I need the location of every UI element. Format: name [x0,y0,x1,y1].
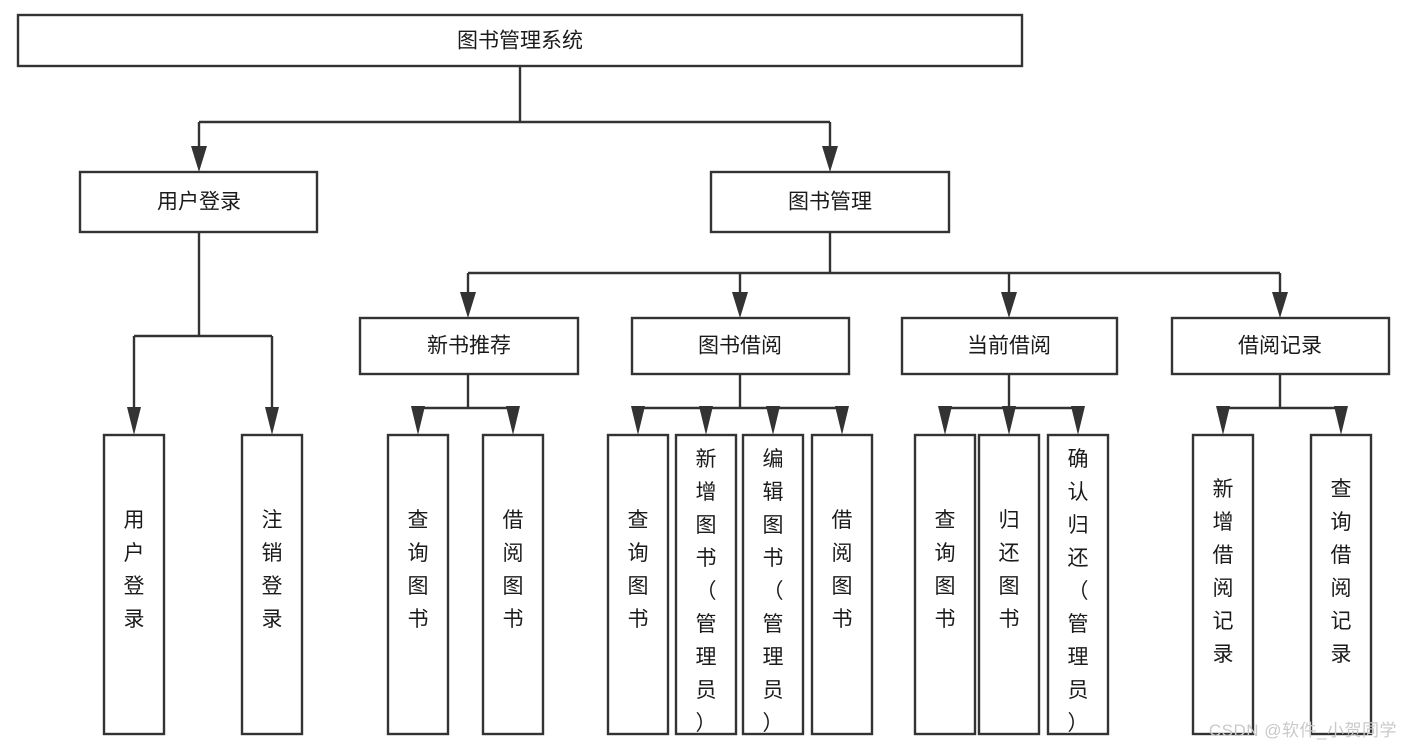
arrowhead-leaf-currentborrow-2 [1002,406,1016,435]
node-user-login-label: 用户登录 [157,191,241,214]
node-book-borrow-label: 图书借阅 [698,335,782,358]
leaf-bookborrow-add-box[interactable] [674,433,738,736]
leaf-currentborrow-return-box[interactable] [977,433,1041,736]
leaf-node[interactable]: 编辑图书（管理员） [741,433,805,736]
node-book-borrow[interactable]: 图书借阅 [630,316,851,376]
leaf-currentborrow-query-box[interactable] [913,433,977,736]
arrowhead-leaf-borrowrecords-1 [1216,406,1230,435]
arrowhead-current-borrow [1001,292,1017,318]
arrowhead-leaf-bookborrow-2 [699,406,713,435]
arrowhead-book-borrow [732,292,748,318]
node-current-borrow-label: 当前借阅 [967,335,1051,358]
leaf-newbook-query-box[interactable] [386,433,450,736]
leaf-node[interactable]: 借阅图书 [810,433,874,736]
node-user-login-box[interactable] [78,170,319,234]
arrowhead-leaf-newbook-1 [411,406,425,435]
leaf-bookborrow-query-label: 查询图书 [628,509,649,631]
leaf-node[interactable]: 查询借阅记录 [1309,433,1373,736]
leaf-currentborrow-confirm-box[interactable] [1046,433,1110,736]
leaf-bookborrow-edit-label: 编辑图书（管理员） [763,448,784,735]
leaf-node[interactable]: 确认归还（管理员） [1046,433,1110,736]
arrowhead-leaf-borrowrecords-2 [1334,406,1348,435]
leaf-bookborrow-borrow-box[interactable] [810,433,874,736]
leaf-newbook-query-label: 查询图书 [408,509,429,631]
node-borrow-records[interactable]: 借阅记录 [1170,316,1391,376]
node-root[interactable]: 图书管理系统 [16,13,1024,68]
leaf-records-add-label: 新增借阅记录 [1213,478,1234,666]
leaf-node[interactable]: 借阅图书 [481,433,545,736]
node-book-management[interactable]: 图书管理 [709,170,951,234]
node-current-borrow-box[interactable] [900,316,1119,376]
arrowhead-leaf-currentborrow-1 [938,406,952,435]
leaf-records-add-box[interactable] [1191,433,1255,736]
arrowhead-leaf-bookborrow-3 [766,406,780,435]
arrowhead-leaf-newbook-2 [506,406,520,435]
arrowhead-leaf-bookborrow-1 [631,406,645,435]
node-book-management-box[interactable] [709,170,951,234]
leaf-logout-box[interactable] [240,433,304,736]
node-user-login[interactable]: 用户登录 [78,170,319,234]
leaf-user-login-box[interactable] [102,433,166,736]
leaf-node[interactable]: 注销登录 [240,433,304,736]
node-new-book-recommend-label: 新书推荐 [427,335,511,358]
arrowhead-leaf-user-login-1 [127,407,141,435]
leaf-currentborrow-confirm-label: 确认归还（管理员） [1068,448,1089,735]
node-new-book-recommend-box[interactable] [358,316,580,376]
node-borrow-records-box[interactable] [1170,316,1391,376]
leaf-records-query-box[interactable] [1309,433,1373,736]
leaf-logout-label: 注销登录 [262,509,283,631]
arrowhead-leaf-bookborrow-4 [835,406,849,435]
arrowhead-book-mgmt [822,146,838,172]
leaf-bookborrow-query-box[interactable] [606,433,670,736]
arrowhead-borrow-records [1272,292,1288,318]
leaf-records-query-label: 查询借阅记录 [1331,478,1352,666]
watermark-text: CSDN @软件_小贺同学 [1208,721,1397,740]
arrowhead-leaf-user-login-2 [265,407,279,435]
arrowhead-new-book [460,292,476,318]
leaf-currentborrow-return-label: 归还图书 [999,509,1020,631]
node-book-management-label: 图书管理 [788,191,872,214]
leaf-user-login-label: 用户登录 [124,509,145,631]
node-root-box[interactable] [16,13,1024,68]
node-book-borrow-box[interactable] [630,316,851,376]
leaf-newbook-borrow-label: 借阅图书 [503,509,524,631]
leaf-node[interactable]: 查询图书 [606,433,670,736]
leaf-node[interactable]: 查询图书 [913,433,977,736]
leaf-currentborrow-query-label: 查询图书 [935,509,956,631]
arrowhead-leaf-currentborrow-3 [1071,406,1085,435]
leaf-node[interactable]: 新增借阅记录 [1191,433,1255,736]
node-current-borrow[interactable]: 当前借阅 [900,316,1119,376]
leaf-bookborrow-borrow-label: 借阅图书 [832,509,853,631]
leaf-node[interactable]: 用户登录 [102,433,166,736]
connector-layer [127,66,1348,435]
arrowhead-user-login [191,146,207,172]
leaf-newbook-borrow-box[interactable] [481,433,545,736]
leaf-bookborrow-edit-box[interactable] [741,433,805,736]
node-new-book-recommend[interactable]: 新书推荐 [358,316,580,376]
node-root-label: 图书管理系统 [457,30,583,53]
leaf-bookborrow-add-label: 新增图书（管理员） [696,448,717,735]
leaf-node[interactable]: 查询图书 [386,433,450,736]
leaf-node[interactable]: 新增图书（管理员） [674,433,738,736]
leaf-node[interactable]: 归还图书 [977,433,1041,736]
node-borrow-records-label: 借阅记录 [1238,335,1322,358]
